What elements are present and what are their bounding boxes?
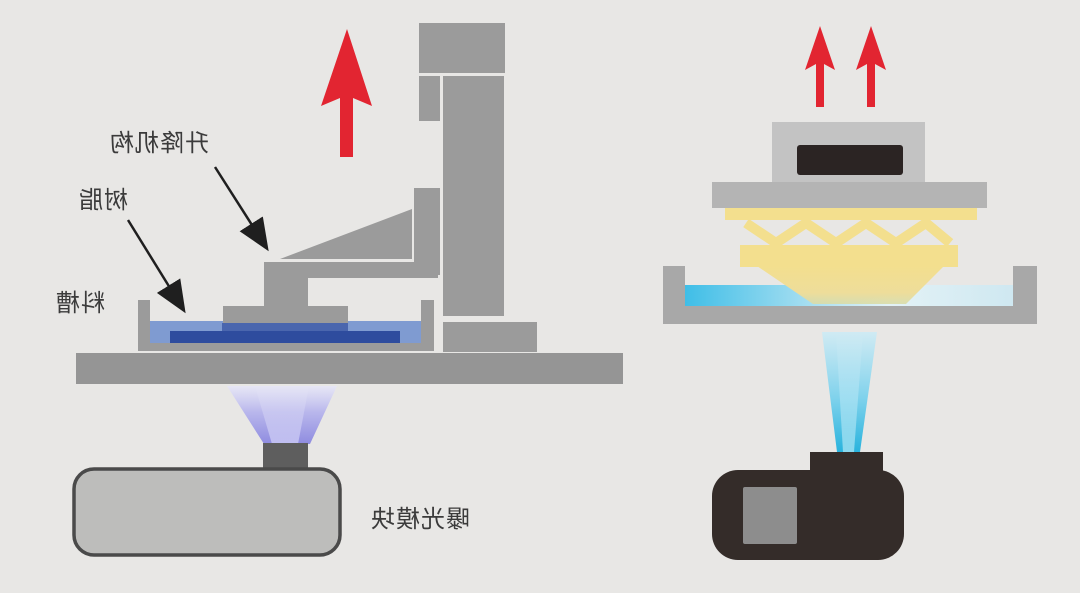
- left-printer-group: [72, 23, 623, 557]
- platform-stem: [264, 262, 308, 308]
- projector-body: [712, 470, 904, 560]
- z-carriage: [414, 188, 440, 275]
- vat-right-wall: [421, 300, 434, 351]
- z-column-top-block: [419, 23, 505, 73]
- z-column-base: [443, 322, 537, 352]
- label-resin: 树脂: [78, 186, 128, 214]
- vat-bottom-right: [663, 306, 1037, 324]
- up-arrow-icon: [805, 26, 835, 107]
- exposure-module-body: [72, 467, 342, 557]
- up-arrow-icon: [321, 29, 372, 157]
- cured-layer-bar: [170, 331, 400, 343]
- uv-light-cone-glow: [255, 386, 309, 444]
- lens-nozzle: [263, 443, 308, 469]
- cured-light-cone: [757, 266, 944, 304]
- z-column: [443, 76, 504, 316]
- vat-left-wall: [138, 300, 150, 351]
- cured-part-top-layer: [725, 208, 977, 220]
- leader-line-resin: [126, 219, 186, 314]
- submerged-platform-top: [222, 323, 348, 332]
- build-plate: [712, 182, 987, 208]
- right-printer-group: [663, 26, 1037, 560]
- label-lift-mechanism: 升降机构: [109, 129, 209, 157]
- leader-line-lift-mechanism: [213, 166, 269, 252]
- vat-bottom: [138, 343, 434, 351]
- label-exposure-module: 曝光模块: [370, 505, 470, 533]
- z-column-rail-block: [419, 76, 440, 121]
- build-platform-plate: [223, 306, 348, 323]
- machine-table: [76, 353, 623, 384]
- projector-light-cone-glow: [836, 332, 863, 452]
- label-resin-vat: 料槽: [55, 289, 105, 317]
- cured-part-body: [740, 245, 958, 267]
- projector-lens: [743, 487, 797, 544]
- support-truss: [743, 216, 954, 250]
- lift-arm-wedge: [280, 209, 412, 259]
- up-arrow-icon: [856, 26, 886, 107]
- projector-nozzle: [810, 452, 883, 474]
- carrier-inset: [797, 145, 903, 175]
